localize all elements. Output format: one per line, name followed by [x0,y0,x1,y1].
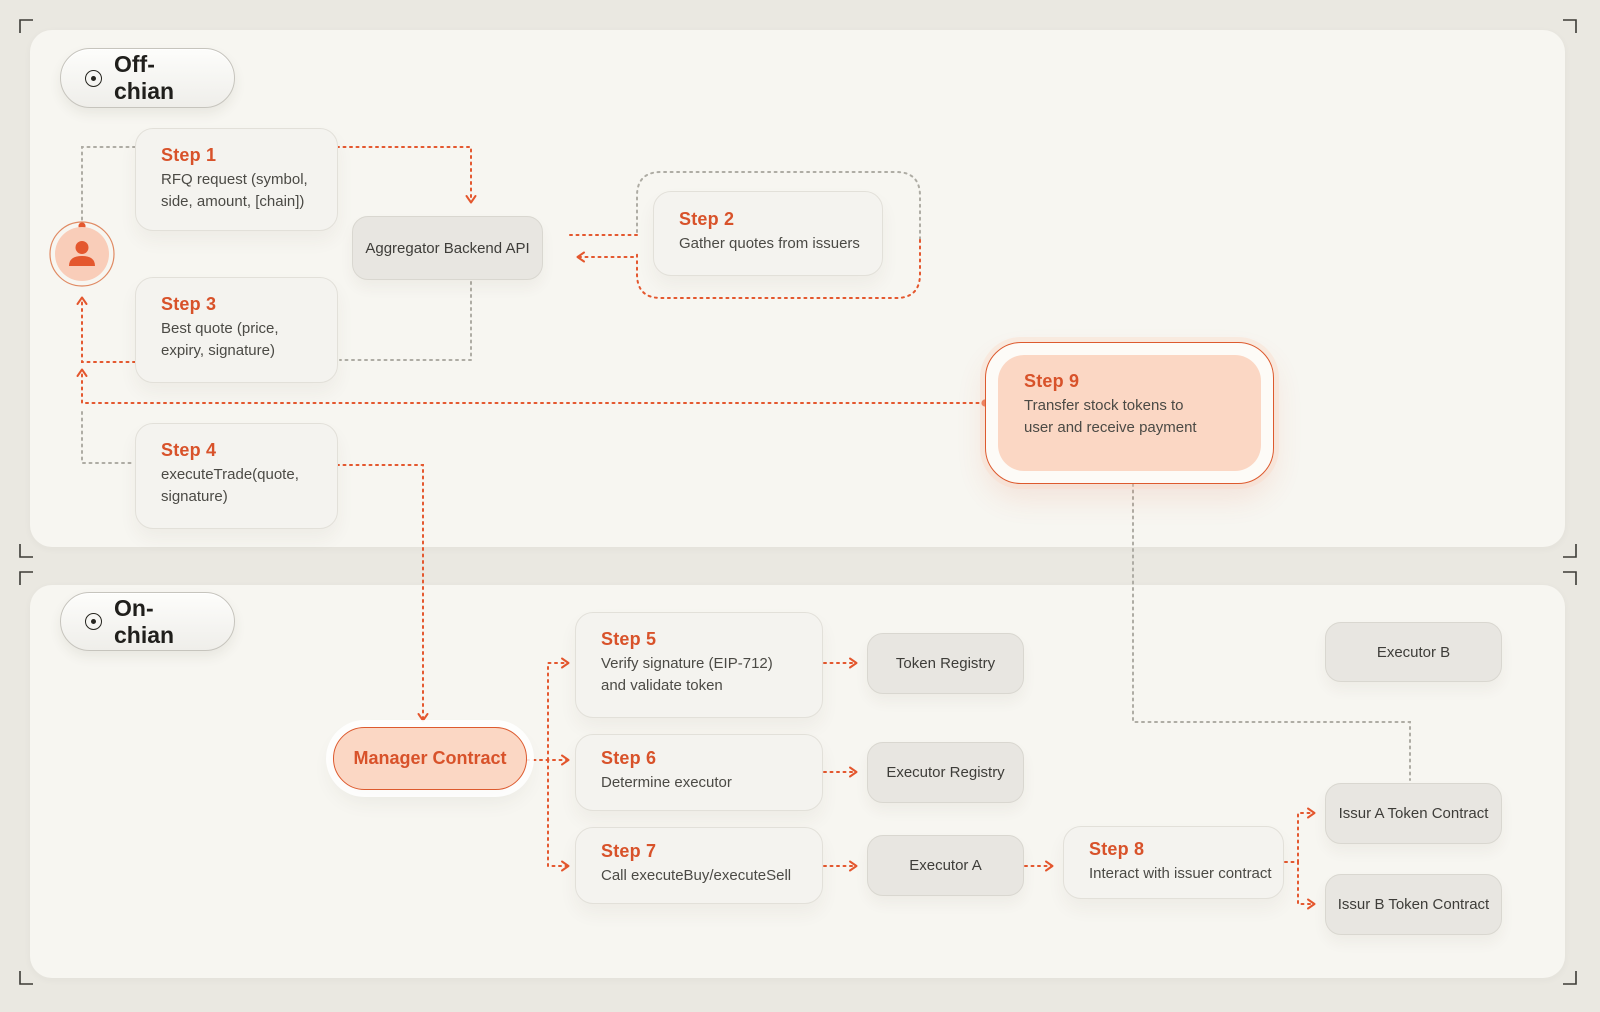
step5-line1: Verify signature (EIP-712) [601,655,773,672]
step6-title: Step 6 [601,748,657,768]
arrow-step3-to-user [76,296,136,363]
issuer-a-token-contract-box: Issur A Token Contract [1325,783,1502,844]
step3-line1: Best quote (price, [161,320,279,337]
executor-b-label: Executor B [1376,643,1451,661]
arrow-step8-to-issuer-a [1284,807,1316,863]
arrow-manager-to-step5 [547,657,570,761]
radio-icon [85,69,102,87]
step5-card: Step 5 Verify signature (EIP-712) and va… [575,612,823,718]
step9-line2: user and receive payment [1024,418,1197,436]
step7-card: Step 7 Call executeBuy/executeSell [575,827,823,904]
step7-title: Step 7 [601,841,657,861]
issuer-b-token-contract-box: Issur B Token Contract [1325,874,1502,935]
step1-card: Step 1 RFQ request (symbol, side, amount… [135,128,338,231]
off-chain-badge: Off-chian [60,48,235,108]
line-step9-to-issuer-a [1132,483,1411,781]
token-registry-box: Token Registry [867,633,1024,694]
step3-line2: expiry, signature) [161,341,275,359]
step6-card: Step 6 Determine executor [575,734,823,811]
issuer-a-label: Issur A Token Contract [1338,805,1489,822]
issuer-b-label: Issur B Token Contract [1337,896,1490,913]
issuers-dashed-container [566,171,921,299]
crop-corner-marks [19,19,1577,985]
token-registry-label: Token Registry [895,655,996,672]
step4-line2: signature) [161,487,228,505]
step2-title: Step 2 [679,209,735,229]
arrow-manager-to-step7 [547,759,570,872]
step3-card: Step 3 Best quote (price, expiry, signat… [135,277,338,383]
user-icon [49,221,115,287]
step2-line1: Gather quotes from issuers [679,235,860,252]
manager-contract-label: Manager Contract [353,748,507,768]
executor-a-label: Executor A [909,857,982,874]
on-chain-badge: On-chian [60,592,235,651]
off-chain-badge-label: Off-chian [114,51,175,104]
line-user-to-step4 [81,411,134,464]
aggregator-backend-api-box: Aggregator Backend API [352,216,543,280]
aggregator-label: Aggregator Backend API [365,239,530,257]
executor-a-box: Executor A [867,835,1024,896]
step7-line1: Call executeBuy/executeSell [601,867,792,884]
step1-line1: RFQ request (symbol, [161,171,308,188]
on-chain-badge-label: On-chian [114,594,175,648]
step5-line2: and validate token [601,676,723,694]
arrow-step8-to-issuer-b [1297,861,1316,910]
step6-line1: Determine executor [601,774,732,791]
line-user-to-step1 [81,146,136,222]
step4-line1: executeTrade(quote, [161,466,299,483]
arrow-step1-to-aggregator [336,146,477,204]
step9-line1: Transfer stock tokens to [1024,397,1184,414]
step9-card: Step 9 Transfer stock tokens to user and… [985,342,1274,484]
step1-title: Step 1 [161,145,217,165]
step2-card: Step 2 Gather quotes from issuers [653,191,883,276]
executor-registry-label: Executor Registry [886,764,1005,781]
arrow-step4-to-manager [336,464,429,722]
step9-title: Step 9 [1024,371,1080,391]
radio-icon [85,613,102,630]
executor-b-box: Executor B [1325,622,1502,682]
manager-contract-pill: Manager Contract [333,727,527,790]
step8-title: Step 8 [1089,839,1145,859]
executor-registry-box: Executor Registry [867,742,1024,803]
step1-line2: side, amount, [chain]) [161,192,305,210]
step4-title: Step 4 [161,440,217,460]
step5-title: Step 5 [601,629,657,649]
arrow-step9-to-user [76,368,986,404]
user-node [48,220,116,288]
step8-line1: Interact with issuer contract [1089,865,1272,882]
step4-card: Step 4 executeTrade(quote, signature) [135,423,338,529]
step3-title: Step 3 [161,294,217,314]
step8-card: Step 8 Interact with issuer contract [1063,826,1284,899]
line-aggregator-to-step3 [339,281,472,361]
